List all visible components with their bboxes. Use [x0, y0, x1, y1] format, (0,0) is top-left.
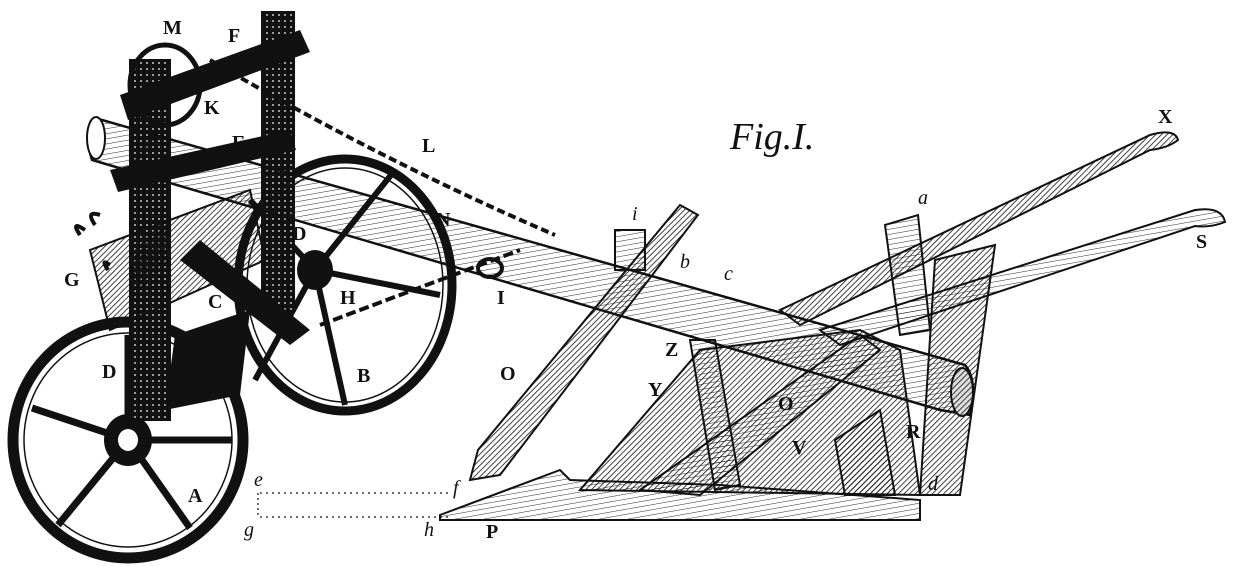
label-e: E: [232, 132, 246, 154]
coulter-o: [468, 203, 700, 482]
label-d-lower: D: [102, 361, 117, 383]
label-g: G: [64, 269, 80, 291]
gallows-frame: [74, 11, 310, 421]
label-g-small: g: [244, 519, 254, 541]
label-n: N: [436, 209, 451, 231]
label-c-small: c: [724, 263, 733, 285]
figure-title: Fig.I.: [730, 116, 815, 158]
plough-body: [439, 213, 997, 521]
label-i-small: i: [632, 203, 638, 225]
label-d-small: d: [928, 473, 938, 495]
label-y: Y: [648, 379, 663, 401]
label-c: C: [208, 291, 223, 313]
label-i: I: [497, 287, 505, 309]
label-b: B: [357, 365, 371, 387]
label-r: R: [906, 421, 921, 443]
label-a: A: [188, 485, 203, 507]
label-o-mouldboard: O: [778, 393, 794, 415]
label-f: F: [228, 25, 241, 47]
label-z: Z: [665, 339, 679, 361]
label-d-upper: D: [292, 223, 307, 245]
label-o-coulter: O: [500, 363, 516, 385]
label-f-small: f: [453, 477, 459, 499]
label-x: X: [1158, 106, 1173, 128]
handle-x: [778, 131, 1180, 327]
depth-guide-lines: [257, 492, 452, 518]
label-v: V: [792, 437, 807, 459]
label-e-small: e: [254, 469, 263, 491]
label-p: P: [486, 521, 499, 543]
label-h: H: [340, 287, 356, 309]
label-a-small: a: [918, 187, 928, 209]
label-s: S: [1196, 231, 1208, 253]
front-wheel-a: [7, 316, 249, 564]
label-k: K: [204, 97, 220, 119]
label-b-small: b: [680, 251, 690, 273]
label-m: M: [163, 17, 182, 39]
label-l: L: [422, 135, 436, 157]
label-h-small: h: [424, 519, 434, 541]
